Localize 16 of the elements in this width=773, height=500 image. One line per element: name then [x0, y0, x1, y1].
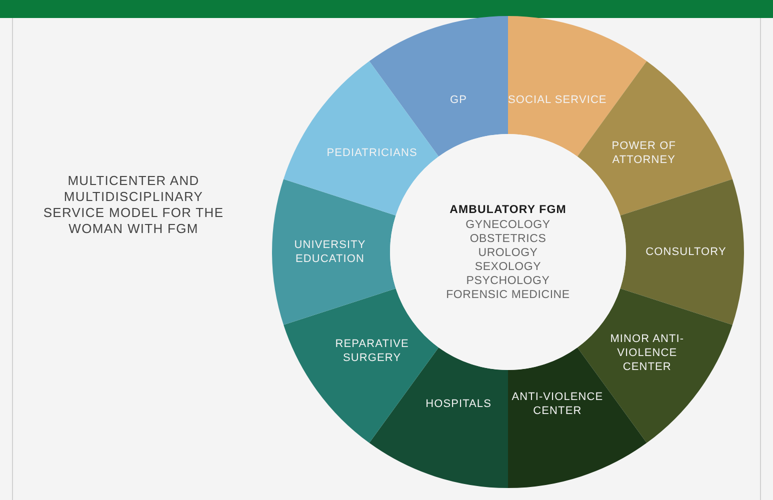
- segment-label: REPARATIVE SURGERY: [316, 336, 428, 365]
- specialty-text: SEXOLOGY: [474, 260, 542, 274]
- center-heading: AMBULATORY FGM: [450, 202, 566, 218]
- specialty-text: OBSTETRICS: [470, 232, 546, 246]
- diagram-title-text: MULTICENTER AND MULTIDISCIPLINARY SERVICE MODEL FOR THE WOMAN WITH FGM: [42, 173, 225, 237]
- specialty-text: PSYCHOLOGY: [466, 274, 550, 288]
- segment-label: CONSULTORY: [630, 245, 742, 259]
- segment-label: PEDIATRICIANS: [316, 146, 428, 160]
- segment-label: UNIVERSITY EDUCATION: [274, 238, 386, 266]
- specialty-text: GYNECOLOGY: [466, 218, 550, 232]
- segment-label: SOCIAL SERVICE: [501, 92, 614, 107]
- specialty-text: UROLOGY: [478, 246, 538, 260]
- specialty-text: FORENSIC MEDICINE: [446, 288, 570, 302]
- segment-label: POWER OF ATTORNEY: [588, 139, 700, 168]
- segment-label: ANTI-VIOLENCE CENTER: [501, 390, 614, 418]
- segment-label: MINOR ANTI-VIOLENCE CENTER: [591, 332, 704, 374]
